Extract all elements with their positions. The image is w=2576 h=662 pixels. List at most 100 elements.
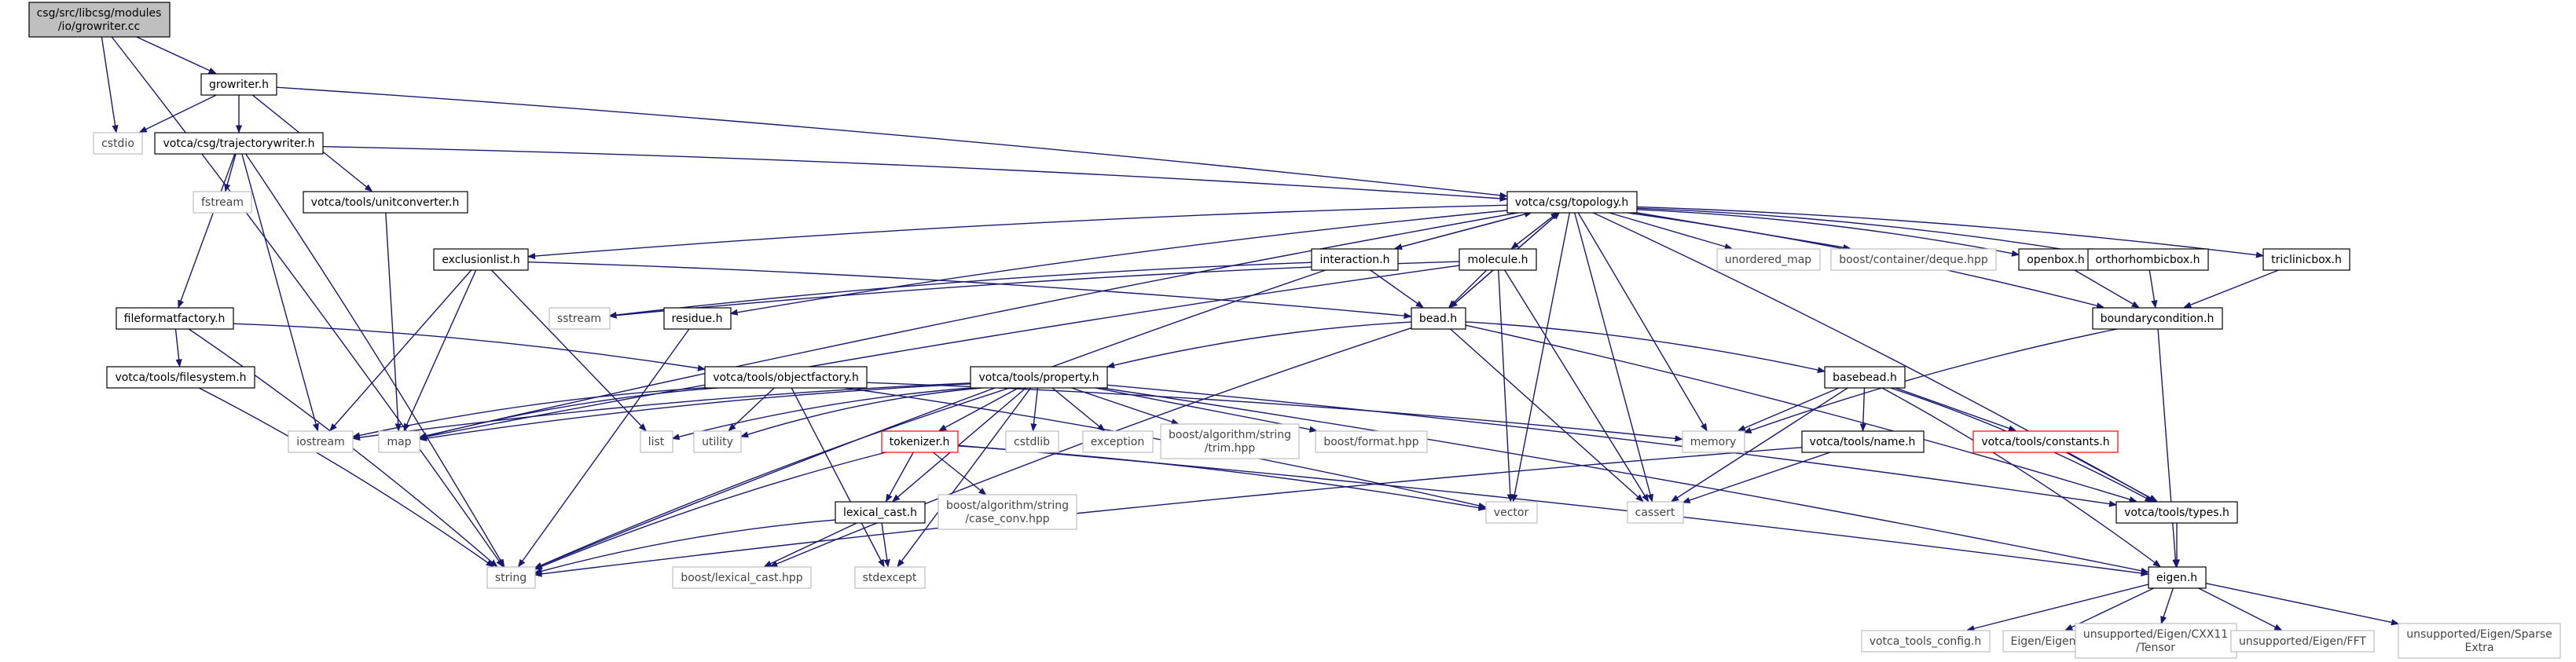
edge-topology-h-to-unordered-map (1608, 211, 1732, 249)
node-topology-h[interactable]: votca/csg/topology.h (1506, 191, 1638, 214)
edge-exclusionlist-h-to-bead-h (527, 262, 1411, 316)
node-exception: exception (1082, 430, 1154, 453)
node-deque-hpp: boost/container/deque.hpp (1830, 248, 1997, 271)
node-box (1627, 501, 1684, 524)
node-basebead-h[interactable]: basebead.h (1824, 366, 1906, 389)
edge-boundarycondition-h-to-eigen-h (2157, 328, 2176, 567)
node-label: cassert (1635, 507, 1675, 519)
edge-molecule-h-to-bead-h (1449, 269, 1488, 308)
edge-property-h-to-map (420, 383, 971, 440)
node-molecule-h[interactable]: molecule.h (1459, 248, 1537, 271)
node-box (378, 430, 420, 453)
node-label: votca/tools/property.h (978, 371, 1099, 384)
node-label: triclinicbox.h (2271, 254, 2342, 266)
node-label: lexical_cast.h (843, 507, 917, 519)
node-box (640, 430, 673, 453)
node-bead-h[interactable]: bead.h (1411, 307, 1466, 330)
node-fileformatfactory-h[interactable]: fileformatfactory.h (116, 307, 234, 330)
node-root[interactable]: csg/src/libcsg/modules/io/growriter.cc (28, 2, 171, 38)
edge-constants-h-to-types-h (2064, 451, 2157, 503)
node-box (1459, 248, 1537, 271)
node-format-hpp: boost/format.hpp (1315, 430, 1428, 453)
edge-residue-h-to-string (519, 328, 690, 567)
node-label: boost/algorithm/string (946, 499, 1069, 512)
node-residue-h[interactable]: residue.h (663, 307, 732, 330)
node-label: votca/tools/filesystem.h (115, 371, 246, 384)
node-box (1824, 366, 1906, 389)
edge-exclusionlist-h-to-iostream (330, 269, 472, 431)
node-growriter-h[interactable]: growriter.h (200, 73, 277, 96)
node-name-h[interactable]: votca/tools/name.h (1801, 430, 1925, 453)
node-label: Eigen/Eigen (2011, 635, 2076, 648)
edge-tokenizer-h-to-eigen-h (957, 444, 2149, 574)
node-lexical-cast-h[interactable]: lexical_cast.h (835, 501, 926, 524)
edge-exclusionlist-h-to-map (403, 269, 477, 431)
edge-trajectorywriter-h-to-fileformatfactory-h (178, 153, 236, 308)
node-types-h[interactable]: votca/tools/types.h (2115, 501, 2238, 524)
node-property-h[interactable]: votca/tools/property.h (970, 366, 1108, 389)
node-box (1682, 430, 1745, 453)
node-label: votca/tools/name.h (1810, 436, 1916, 448)
node-eigen-h[interactable]: eigen.h (2148, 566, 2207, 589)
edge-basebead-h-to-constants-h (1894, 386, 2016, 431)
node-label: orthorhombicbox.h (2096, 254, 2200, 266)
nodes-layer: csg/src/libcsg/modules/io/growriter.cc gr… (28, 2, 2561, 659)
node-cassert: cassert (1627, 501, 1684, 524)
node-box (93, 132, 143, 155)
edge-topology-h-to-exclusionlist-h (528, 204, 1507, 257)
node-label: iostream (296, 436, 345, 448)
edge-tokenizer-h-to-case-conv-hpp (932, 451, 986, 496)
node-box (2262, 248, 2350, 271)
node-label: /case_conv.hpp (965, 513, 1049, 525)
node-case-conv-hpp: boost/algorithm/string/case_conv.hpp (938, 494, 1077, 530)
node-box (2230, 630, 2375, 653)
edge-eigen-h-to-sparse-extra (2205, 583, 2399, 624)
node-box (938, 494, 1077, 530)
edge-objectfactory-h-to-map (420, 386, 723, 438)
node-openbox-h[interactable]: openbox.h (2018, 248, 2093, 271)
node-box (1861, 630, 1991, 653)
node-orthorhombicbox-h[interactable]: orthorhombicbox.h (2087, 248, 2209, 271)
edge-topology-h-to-map (420, 211, 1521, 437)
edge-lexical-cast-h-to-string (535, 519, 836, 573)
edge-molecule-h-to-map (420, 265, 1460, 438)
node-label: votca/tools/unitconverter.h (311, 196, 460, 209)
node-label: map (387, 436, 411, 448)
node-box (835, 501, 926, 524)
node-fft: unsupported/Eigen/FFT (2230, 630, 2375, 653)
node-boundarycondition-h[interactable]: boundarycondition.h (2092, 307, 2223, 330)
node-objectfactory-h[interactable]: votca/tools/objectfactory.h (704, 366, 868, 389)
node-trajectorywriter-h[interactable]: votca/csg/trajectorywriter.h (154, 132, 324, 155)
node-label: vector (1494, 507, 1529, 519)
node-box (970, 366, 1108, 389)
edge-growriter-h-to-topology-h (276, 86, 1507, 196)
node-constants-h[interactable]: votca/tools/constants.h (1972, 430, 2119, 453)
node-label: votca/csg/trajectorywriter.h (163, 137, 314, 150)
node-label: unsupported/Eigen/FFT (2239, 635, 2366, 648)
edge-fileformatfactory-h-to-filesystem-h (174, 328, 179, 367)
node-filesystem-h[interactable]: votca/tools/filesystem.h (106, 366, 255, 389)
edge-exclusionlist-h-to-list (490, 269, 646, 431)
node-triclinicbox-h[interactable]: triclinicbox.h (2262, 248, 2350, 271)
edge-lexical-cast-h-to-boost-lexical-cast-hpp (765, 521, 858, 568)
node-label: tokenizer.h (890, 436, 950, 448)
node-tensor: unsupported/Eigen/CXX11/Tensor (2075, 623, 2237, 659)
edge-interaction-h-to-bead-h (1369, 269, 1423, 308)
node-label: utility (702, 436, 733, 448)
edge-interaction-h-to-string (535, 269, 1327, 569)
node-interaction-h[interactable]: interaction.h (1311, 248, 1399, 271)
edge-openbox-h-to-boundarycondition-h (2073, 269, 2139, 308)
edge-molecule-h-to-vector (1498, 269, 1511, 502)
node-box (1411, 307, 1466, 330)
node-tokenizer-h[interactable]: tokenizer.h (881, 430, 959, 453)
node-box (1315, 430, 1428, 453)
node-label: residue.h (672, 313, 723, 325)
edges-layer (101, 36, 2399, 631)
node-exclusionlist-h[interactable]: exclusionlist.h (433, 248, 529, 271)
edge-basebead-h-to-memory (1738, 386, 1840, 432)
node-label: boost/lexical_cast.hpp (681, 572, 802, 584)
node-votca-tools-config-h: votca_tools_config.h (1861, 630, 1991, 653)
node-unitconverter-h[interactable]: votca/tools/unitconverter.h (303, 191, 468, 214)
node-box (116, 307, 234, 330)
